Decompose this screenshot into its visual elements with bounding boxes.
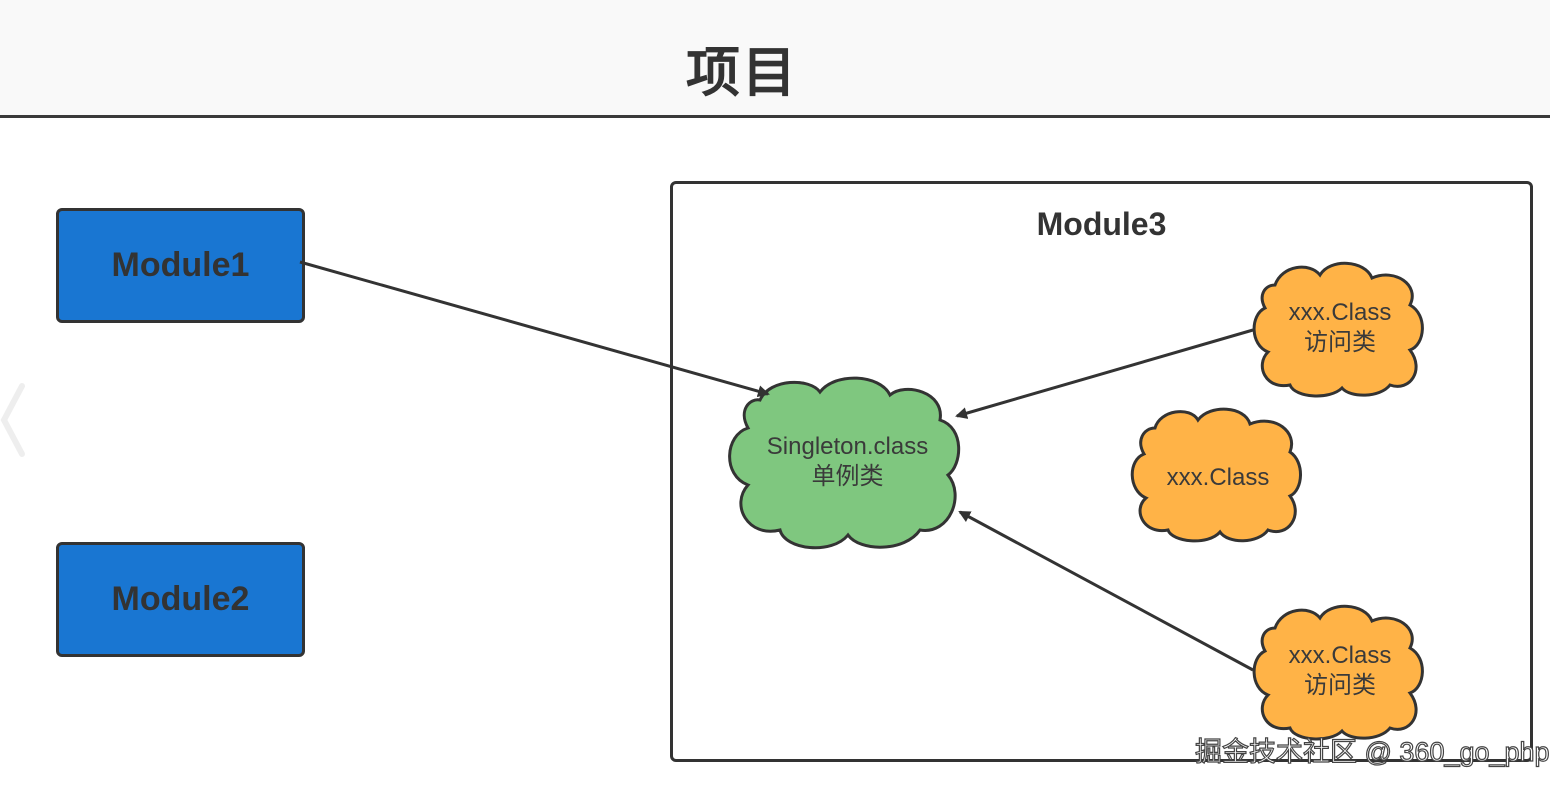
page-title: 项目 [686,41,798,104]
module1-label: Module1 [111,246,250,284]
access-class-bottom-name: xxx.Class [1288,642,1392,669]
header-bar: 项目 [0,0,1550,118]
access-class-top-cloud-shape[interactable] [1252,261,1424,398]
plain-class-name: xxx.Class [1166,464,1270,491]
access-class-top-name: xxx.Class [1288,299,1392,326]
singleton-class-desc: 单例类 [811,463,884,490]
access-class-bottom-cloud-shape[interactable] [1252,604,1424,741]
plain-class-label: xxx.Class [1133,463,1303,493]
previous-chevron-icon[interactable] [0,380,30,464]
singleton-class-name: Singleton.class [766,433,929,460]
access-class-bottom-label: xxx.Class 访问类 [1255,641,1425,701]
access-class-bottom-desc: 访问类 [1304,672,1376,699]
plain-class-cloud-shape[interactable] [1130,407,1302,543]
module1-box[interactable]: Module1 [56,208,305,323]
arrow-access-top-to-singleton [955,328,1254,419]
module2-label: Module2 [111,580,250,618]
module3-title: Module3 [1036,206,1167,242]
arrow-access-bottom-to-singleton [958,510,1254,672]
singleton-cloud-shape[interactable] [728,376,961,550]
singleton-label: Singleton.class 单例类 [735,432,960,492]
arrow-module1-to-singleton [299,260,770,398]
module2-box[interactable]: Module2 [56,542,305,657]
watermark-text: 掘金技术社区 @ 360_go_php [1194,736,1550,767]
access-class-top-desc: 访问类 [1304,329,1376,356]
access-class-top-label: xxx.Class 访问类 [1255,298,1425,358]
module3-container[interactable]: Module3 [670,181,1533,762]
